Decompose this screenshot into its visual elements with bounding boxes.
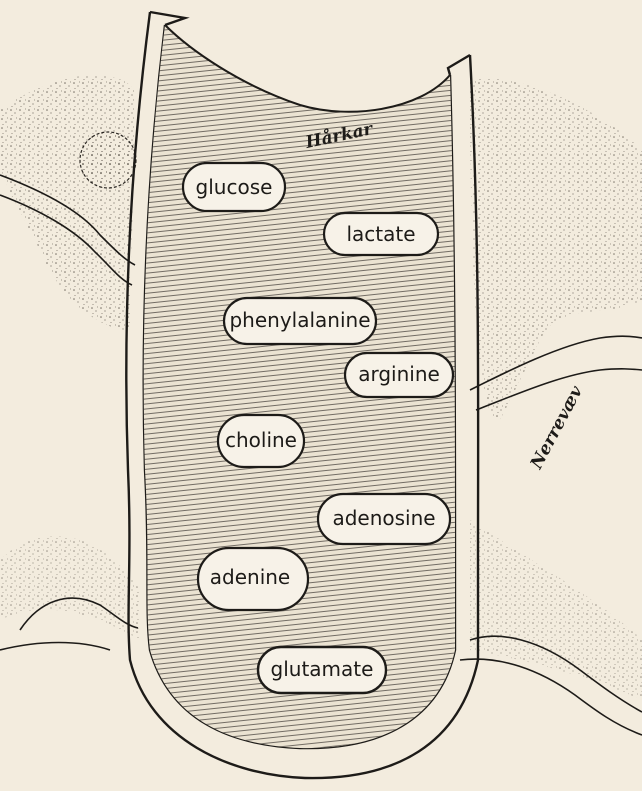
molecule-lactate: lactate: [324, 213, 438, 255]
svg-text:phenylalanine: phenylalanine: [229, 308, 370, 332]
svg-text:lactate: lactate: [346, 222, 415, 246]
nerve-tissue-lower-left: [0, 536, 140, 640]
molecule-adenine: adenine: [198, 548, 308, 610]
molecule-glutamate: glutamate: [258, 647, 386, 693]
molecule-phenylalanine: phenylalanine: [224, 298, 376, 344]
nerve-tissue-lower-right: [470, 520, 642, 700]
svg-text:glutamate: glutamate: [271, 657, 374, 681]
svg-text:glucose: glucose: [196, 175, 273, 199]
svg-text:adenosine: adenosine: [332, 506, 435, 530]
molecule-arginine: arginine: [345, 353, 453, 397]
svg-text:arginine: arginine: [358, 362, 440, 386]
molecule-adenosine: adenosine: [318, 494, 450, 544]
svg-text:adenine: adenine: [210, 565, 290, 589]
glial-cell: [80, 132, 136, 188]
label-nerve-tissue: Nerrevæv: [526, 382, 587, 473]
molecule-glucose: glucose: [183, 163, 285, 211]
molecule-choline: choline: [218, 415, 304, 467]
svg-text:choline: choline: [225, 428, 297, 452]
